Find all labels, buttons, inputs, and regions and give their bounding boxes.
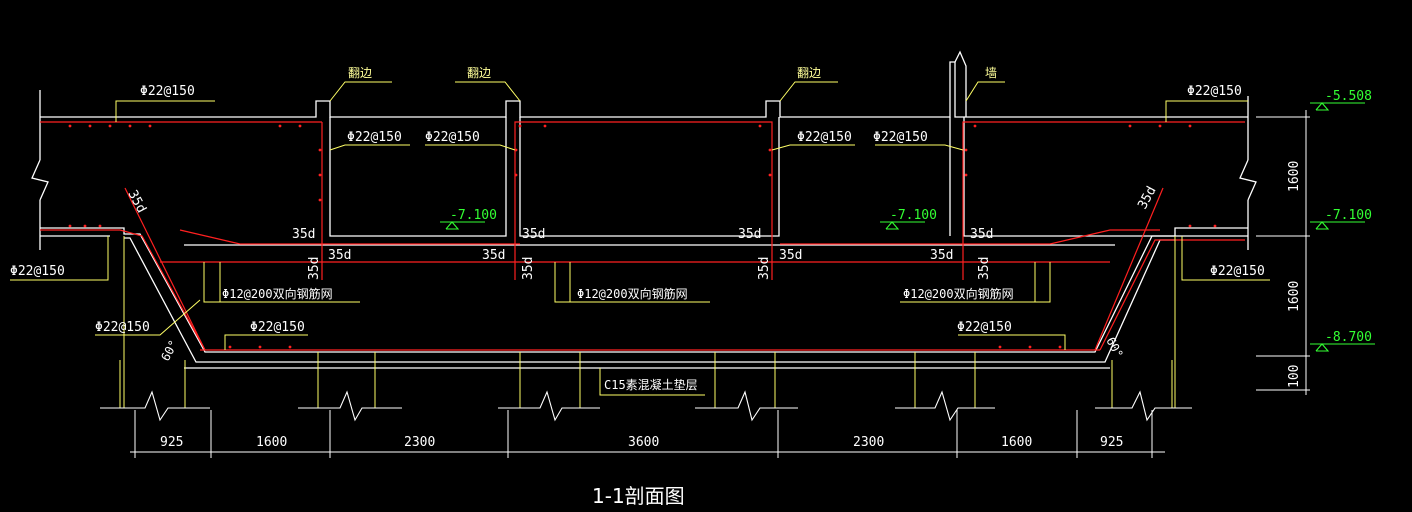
anchorage-label: 35d (930, 248, 953, 263)
rebar-label-top-right: Φ22@150 (1187, 84, 1242, 99)
mesh-label-center: Φ12@200双向钢筋网 (577, 286, 688, 301)
horizontal-dim: 3600 (628, 435, 659, 450)
elevation-slab-left: -7.100 (450, 208, 497, 223)
rebar-label-left-side: Φ22@150 (10, 264, 65, 279)
vertical-dim: 1600 (1287, 161, 1302, 192)
rebar-label-wall-3: Φ22@150 (797, 130, 852, 145)
horizontal-dim: 2300 (853, 435, 884, 450)
horizontal-dim: 2300 (404, 435, 435, 450)
anchorage-label: 35d (738, 227, 761, 242)
rebar-label-wall-1: Φ22@150 (347, 130, 402, 145)
vertical-dim: 1600 (1287, 281, 1302, 312)
dimension-lines (130, 110, 1310, 458)
horizontal-dim: 925 (160, 435, 183, 450)
horizontal-dim: 1600 (256, 435, 287, 450)
rebar-label-bottom-left: Φ22@150 (250, 320, 305, 335)
anchorage-label: 35d (522, 227, 545, 242)
anchorage-label: 35d (1135, 184, 1159, 212)
mesh-label-left: Φ12@200双向钢筋网 (222, 286, 333, 301)
anchorage-label: 35d (307, 257, 322, 280)
mesh-label-right: Φ12@200双向钢筋网 (903, 286, 1014, 301)
note-wall: 墙 (985, 66, 997, 80)
anchorage-label: 35d (757, 257, 772, 280)
elevation-slab-right: -7.100 (890, 208, 937, 223)
note-cushion: C15素混凝土垫层 (604, 377, 698, 392)
anchorage-label: 35d (970, 227, 993, 242)
elevation-bottom: -8.700 (1325, 330, 1372, 345)
note-upturn-1: 翻边 (348, 66, 372, 80)
angle-label-left: 60° (158, 338, 181, 364)
rebar-label-slope-left: Φ22@150 (95, 320, 150, 335)
rebar-lines (40, 121, 1245, 351)
anchorage-label: 35d (124, 188, 148, 216)
anchorage-label: 35d (521, 257, 536, 280)
rebar-label-right-side: Φ22@150 (1210, 264, 1265, 279)
rebar-label-top-left: Φ22@150 (140, 84, 195, 99)
horizontal-dim: 925 (1100, 435, 1123, 450)
anchorage-label: 35d (482, 248, 505, 263)
anchorage-label: 35d (328, 248, 351, 263)
vertical-dim: 100 (1287, 365, 1302, 388)
elevation-marks (440, 102, 1375, 352)
elevation-top: -5.508 (1325, 89, 1372, 104)
pile-break-marks (100, 390, 1192, 422)
anchorage-label: 35d (977, 257, 992, 280)
drawing-title: 1-1剖面图 (592, 484, 685, 508)
elevation-side-right: -7.100 (1325, 208, 1372, 223)
horizontal-dim: 1600 (1001, 435, 1032, 450)
anchorage-label: 35d (779, 248, 802, 263)
rebar-dots (68, 124, 1217, 349)
anchorage-label: 35d (292, 227, 315, 242)
note-upturn-2: 翻边 (467, 66, 491, 80)
note-upturn-3: 翻边 (797, 66, 821, 80)
rebar-label-bottom-right: Φ22@150 (957, 320, 1012, 335)
rebar-label-wall-4: Φ22@150 (873, 130, 928, 145)
rebar-label-wall-2: Φ22@150 (425, 130, 480, 145)
leader-lines (10, 81, 1270, 408)
concrete-outline (31, 50, 1257, 369)
